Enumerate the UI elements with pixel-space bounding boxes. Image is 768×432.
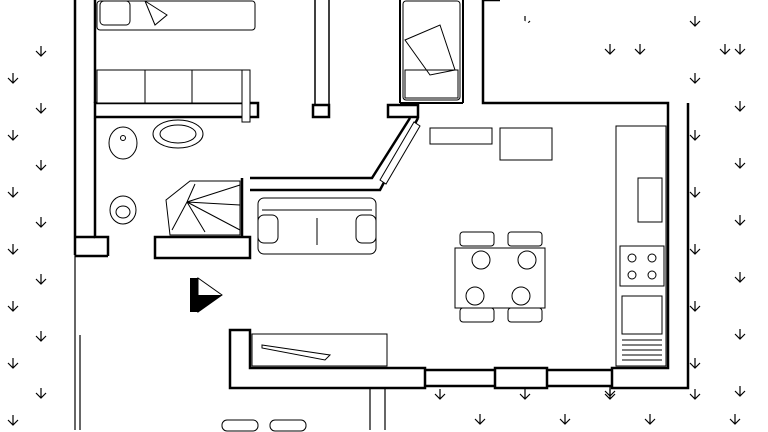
chair <box>221 419 259 432</box>
column-base <box>311 103 331 119</box>
chair <box>459 307 495 323</box>
tree-symbol-icon <box>604 44 616 55</box>
tree-symbol-icon <box>689 187 701 198</box>
plate <box>471 250 491 270</box>
shower-lines <box>171 183 241 233</box>
tree-symbol-icon <box>7 130 19 141</box>
tree-symbol-icon <box>734 101 746 112</box>
tree-symbol-icon <box>644 414 656 425</box>
tree-symbol-icon <box>35 103 47 114</box>
stove-icon <box>619 245 665 287</box>
tree-symbol-icon <box>734 44 746 55</box>
tree-symbol-icon <box>35 160 47 171</box>
sofa-arm <box>355 214 377 244</box>
tree-symbol-icon <box>689 130 701 141</box>
bath-lower-wall <box>75 235 108 258</box>
tree-symbol-icon <box>734 329 746 340</box>
tree-symbol-icon <box>604 389 616 400</box>
tree-symbol-icon <box>719 44 731 55</box>
tree-symbol-icon <box>7 301 19 312</box>
tree-symbol-icon <box>7 73 19 84</box>
tv-unit <box>429 127 493 145</box>
tree-symbol-icon <box>689 16 701 27</box>
tree-symbol-icon <box>634 44 646 55</box>
bottom-left-wall <box>228 328 427 390</box>
tree-symbol-icon <box>35 331 47 342</box>
right-wall <box>481 0 690 390</box>
tree-symbol-icon <box>35 217 47 228</box>
column <box>314 0 330 105</box>
tree-symbol-icon <box>689 301 701 312</box>
tree-symbol-icon <box>734 386 746 397</box>
tree-symbol-icon <box>7 415 19 426</box>
bed-alcove <box>399 0 464 104</box>
tree-symbol-icon <box>519 389 531 400</box>
chair <box>507 307 543 323</box>
furniture <box>96 0 667 432</box>
bathroom-wall <box>93 118 252 260</box>
plate <box>517 250 537 270</box>
plate <box>465 286 485 306</box>
window <box>425 368 612 388</box>
wardrobe-divider <box>144 70 193 103</box>
tree-symbol-icon <box>474 414 486 425</box>
chair <box>507 231 543 247</box>
tree-symbol-icon <box>734 272 746 283</box>
tree-symbol-icon <box>734 215 746 226</box>
sink-basin <box>159 124 197 144</box>
kitchen-sink-icon <box>621 295 663 335</box>
desk-object <box>261 344 332 361</box>
exterior-wall-line <box>74 255 81 430</box>
walls <box>73 0 690 430</box>
drainer <box>622 339 662 361</box>
tree-symbol-icon <box>35 274 47 285</box>
north-arrow-icon <box>190 277 223 313</box>
cabinet <box>499 127 553 161</box>
chair <box>269 419 307 432</box>
tree-symbol-icon <box>734 158 746 169</box>
tree-symbol-icon <box>729 414 741 425</box>
burner <box>627 270 637 280</box>
toilet-bowl <box>115 205 131 219</box>
door-jamb <box>241 69 251 123</box>
burner <box>647 270 657 280</box>
pillow <box>99 0 131 26</box>
bidet-drain <box>120 135 126 141</box>
column-base <box>386 103 420 119</box>
tree-symbol-icon <box>434 389 446 400</box>
tree-symbol-icon <box>7 358 19 369</box>
bed-cover <box>404 24 459 99</box>
fridge <box>637 177 663 223</box>
tree-symbol-icon <box>689 244 701 255</box>
left-outer-wall <box>73 0 97 255</box>
bed <box>96 0 256 31</box>
stairs-icon <box>379 121 421 185</box>
bidet-icon <box>108 126 138 160</box>
wardrobe <box>96 69 243 104</box>
tree-symbol-icon <box>35 46 47 57</box>
burner <box>627 253 637 263</box>
tree-symbol-icon <box>689 73 701 84</box>
tree-symbol-icon <box>559 414 571 425</box>
bedroom-bottom-wall <box>93 101 260 119</box>
chair <box>459 231 495 247</box>
plate <box>511 286 531 306</box>
shower-icon <box>165 180 241 236</box>
exterior-wall-line <box>369 388 386 430</box>
chairs <box>459 231 543 323</box>
bed-cover <box>144 0 168 26</box>
tree-symbol-icon <box>7 244 19 255</box>
tree-symbol-icon <box>689 389 701 400</box>
sofa-arm <box>257 214 279 244</box>
burner <box>647 253 657 263</box>
bottom-wall-pier <box>493 366 549 390</box>
tree-symbol-icon <box>689 358 701 369</box>
tree-symbol-icon <box>35 388 47 399</box>
sofa-cushion <box>262 209 372 245</box>
tree-symbol-icon <box>7 187 19 198</box>
